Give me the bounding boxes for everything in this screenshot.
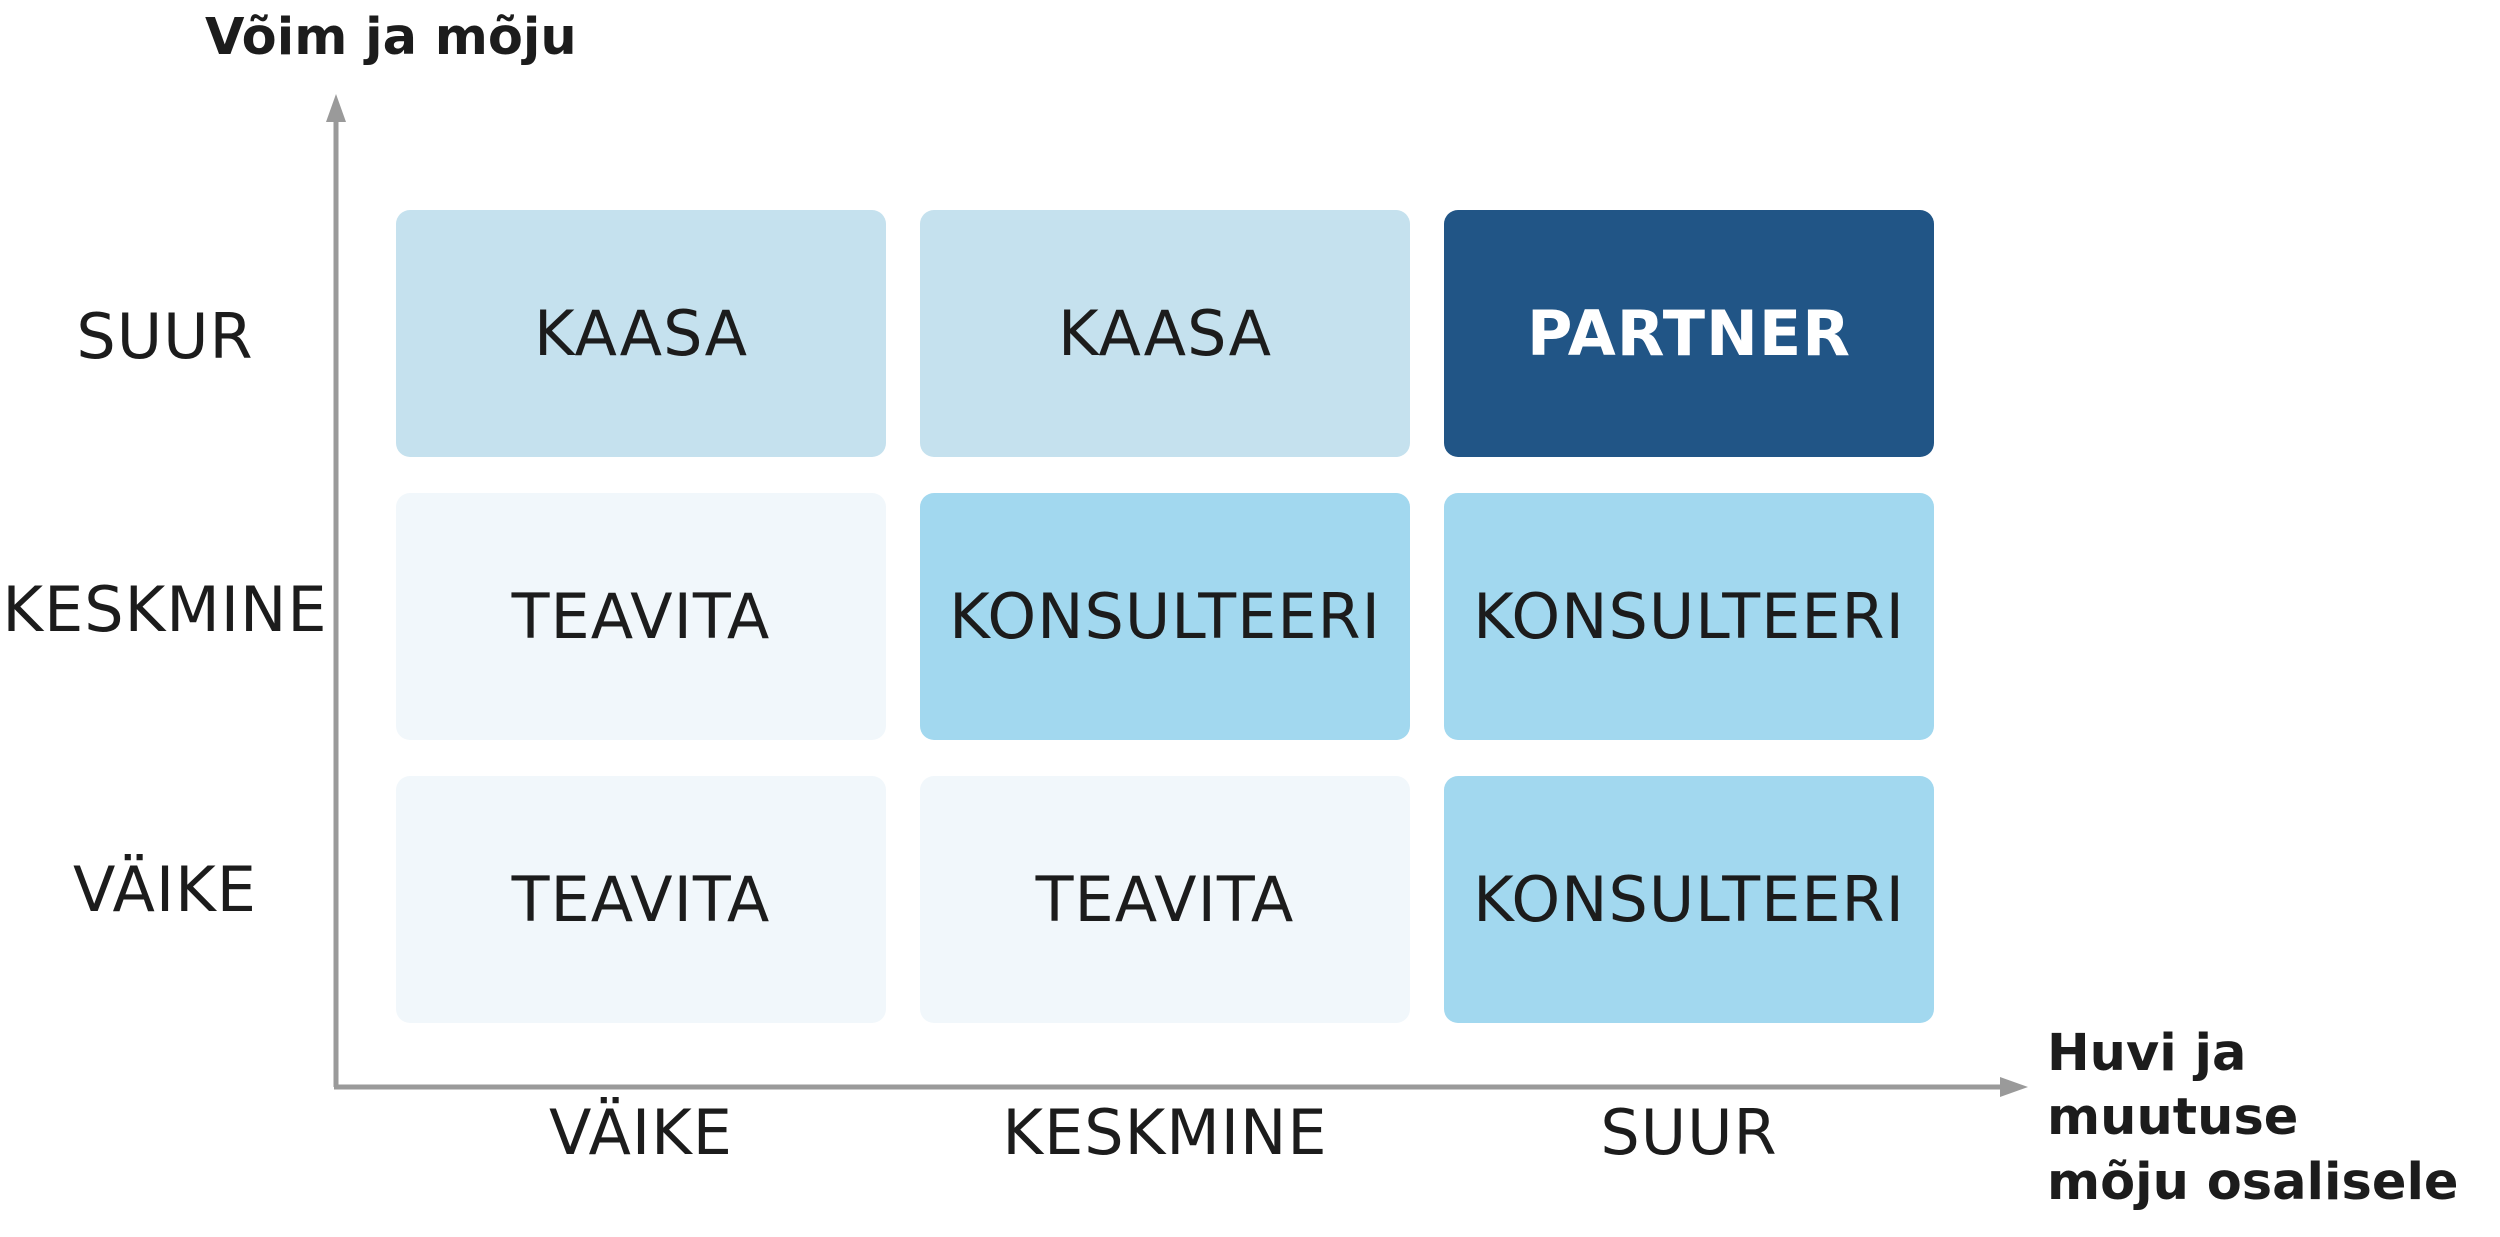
matrix-cell: TEAVITA	[920, 776, 1410, 1023]
matrix-cell-label: KONSULTEERI	[1473, 863, 1905, 936]
x-axis-arrowhead	[2000, 1077, 2028, 1097]
matrix-cell: KAASA	[920, 210, 1410, 457]
matrix-cell: KONSULTEERI	[1444, 776, 1934, 1023]
y-axis-arrowhead	[326, 94, 346, 122]
col-label-keskmine: KESKMINE	[1002, 1096, 1328, 1169]
x-axis-title: Huvi ja muutuse mõju osalisele	[2047, 1024, 2459, 1212]
row-label-keskmine: KESKMINE	[2, 573, 328, 646]
matrix-cell-label: TEAVITA	[511, 580, 771, 653]
matrix-cell-label: TEAVITA	[511, 863, 771, 936]
matrix-cell: KAASA	[396, 210, 886, 457]
matrix-cell-label: PARTNER	[1527, 297, 1851, 370]
col-label-suur: SUUR	[1600, 1096, 1778, 1169]
matrix-cell-label: KAASA	[1057, 297, 1273, 370]
matrix-cell-label: TEAVITA	[1035, 863, 1295, 936]
matrix-cell-label: KONSULTEERI	[949, 580, 1381, 653]
row-label-vaike: VÄIKE	[73, 853, 257, 926]
matrix-cell: KONSULTEERI	[920, 493, 1410, 740]
matrix-cell: KONSULTEERI	[1444, 493, 1934, 740]
y-axis-title: Võim ja mõju	[205, 8, 577, 67]
row-label-suur: SUUR	[76, 300, 254, 373]
col-label-vaike: VÄIKE	[549, 1096, 733, 1169]
matrix-cell: TEAVITA	[396, 493, 886, 740]
matrix-cell-label: KAASA	[533, 297, 749, 370]
matrix-cell-label: KONSULTEERI	[1473, 580, 1905, 653]
matrix-cell: TEAVITA	[396, 776, 886, 1023]
matrix-cell: PARTNER	[1444, 210, 1934, 457]
